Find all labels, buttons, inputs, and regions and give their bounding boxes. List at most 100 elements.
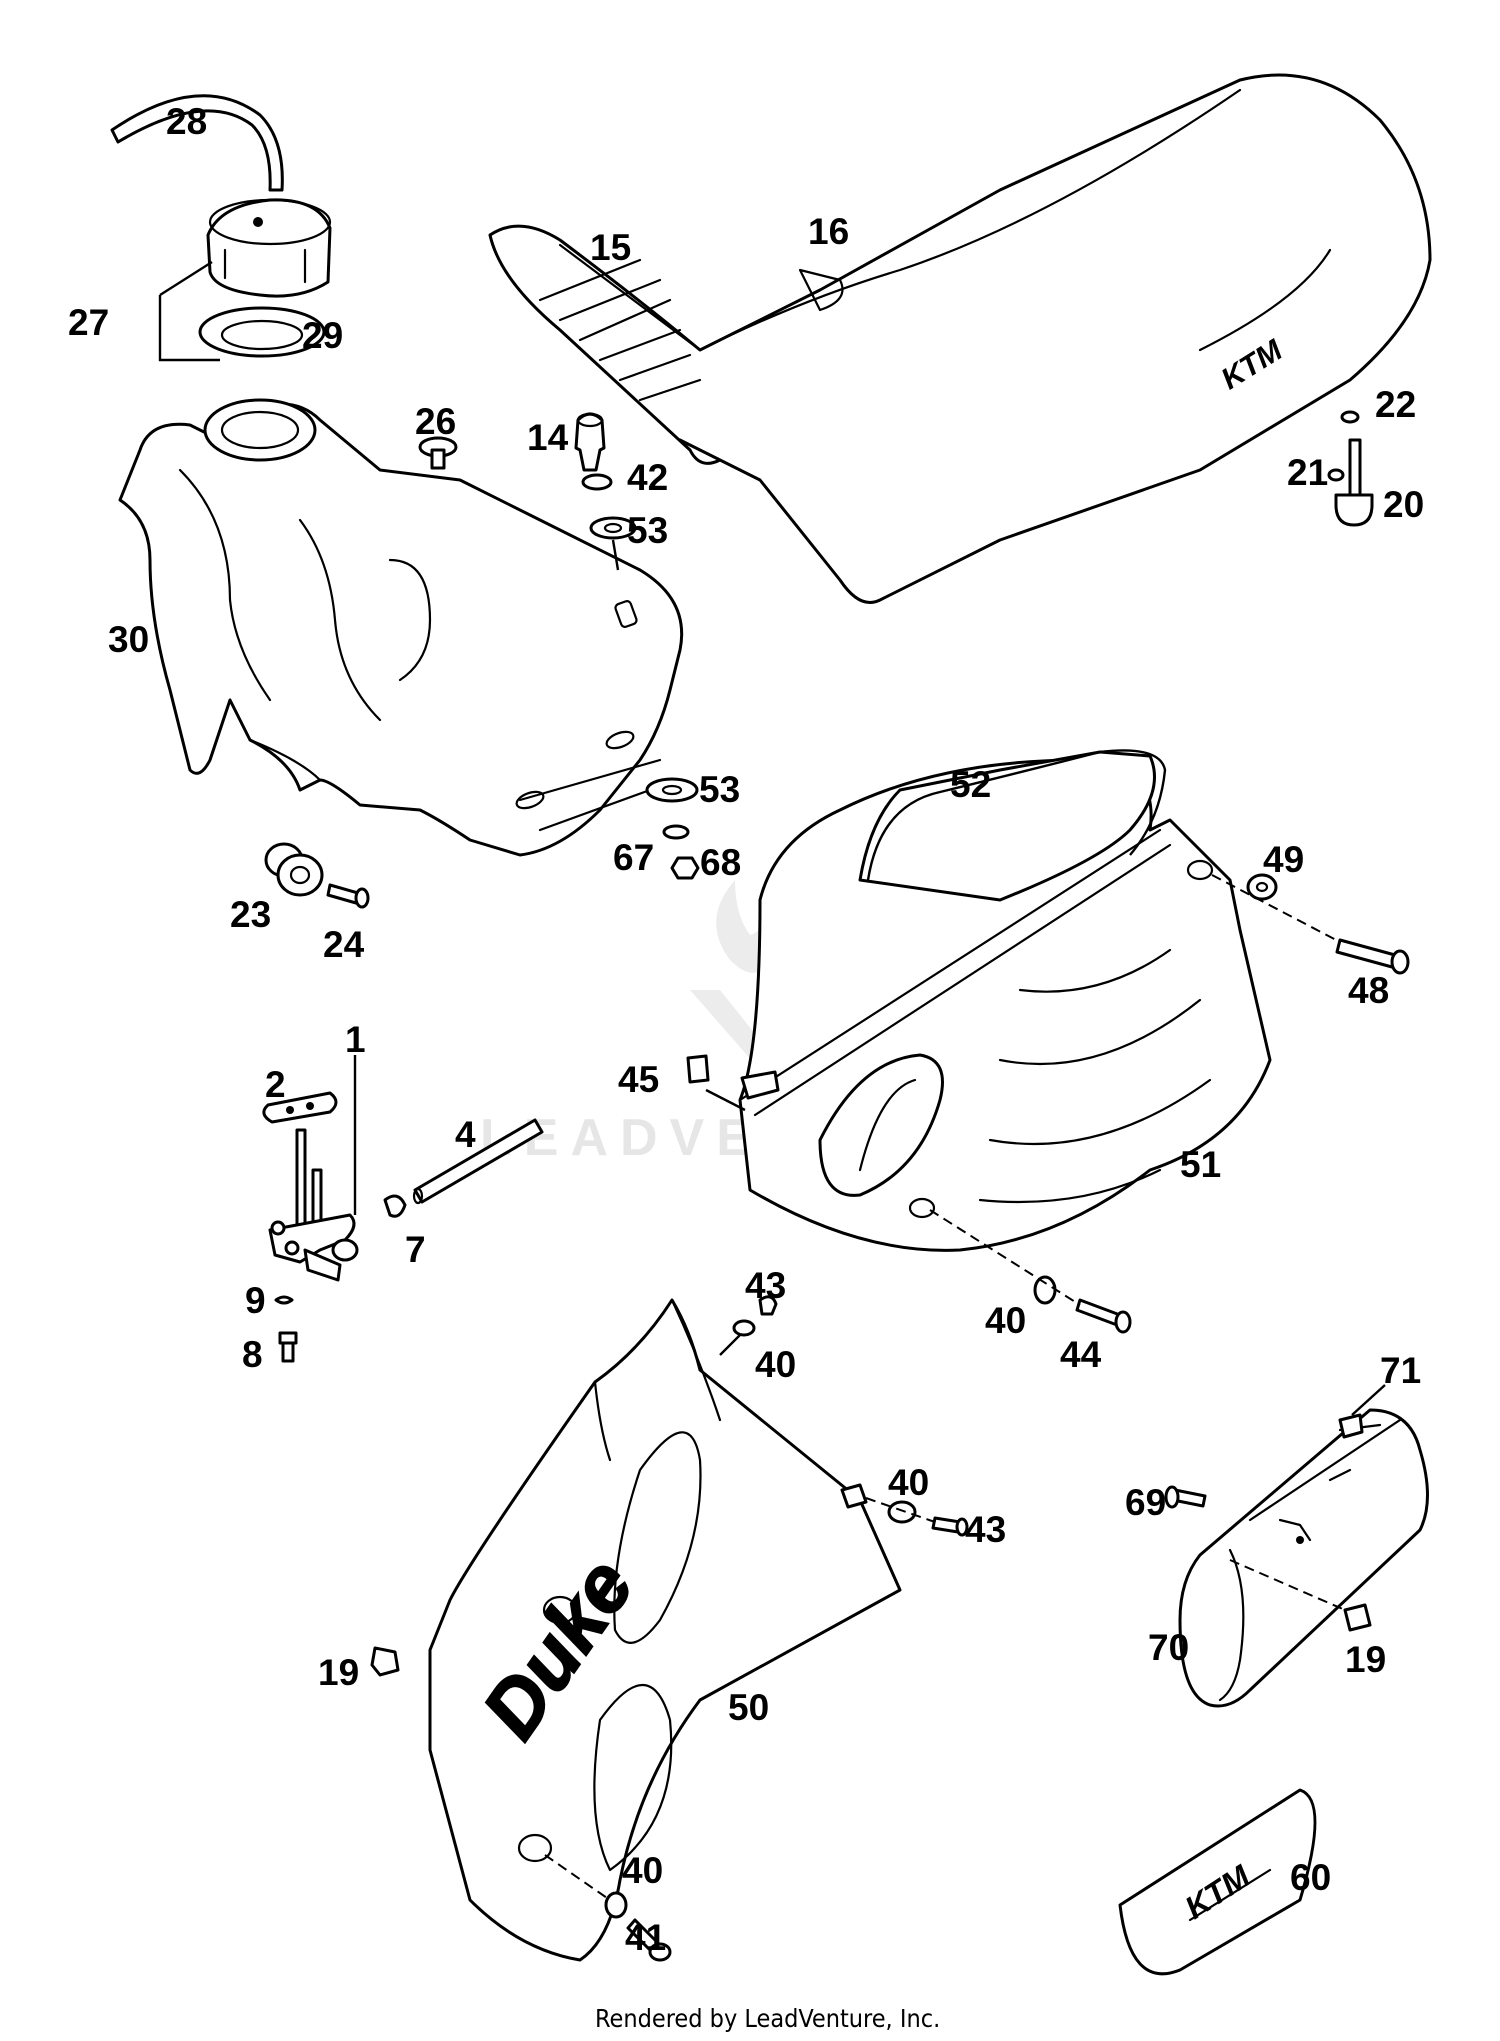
sticker-60: KTM [1118,1788,1317,1976]
cap-gasket [198,306,326,358]
callout-label: 71 [1380,1350,1421,1391]
leader-40-b [719,1334,741,1356]
screw-43-side [931,1516,969,1537]
washer-67 [662,824,690,840]
callout-label: 14 [527,417,569,458]
callout-label: 20 [1383,484,1424,525]
seat: KTM [488,73,1432,604]
callout-label: 7 [405,1229,426,1270]
callout-label: 41 [625,1917,666,1958]
ring-21 [1327,468,1345,482]
callout-label: 2 [265,1064,286,1105]
bolt-24 [326,883,370,909]
bolt-14 [574,412,606,472]
bolt-41 [626,1918,672,1962]
side-panel-52 [858,750,1156,902]
callout-label: 49 [1263,839,1304,880]
callouts: 28 15 16 27 29 26 14 42 53 22 21 20 30 5… [68,101,1424,1958]
tool-bag-70 [1178,1408,1429,1708]
callout-label: 40 [888,1462,929,1503]
fuel-tank [118,398,684,857]
callout-label: 43 [745,1265,786,1306]
hose-clamp-7 [383,1194,407,1218]
hose-end [412,1187,424,1205]
washer-42 [581,473,613,491]
washer-40-a [1033,1275,1057,1305]
leader-27 [158,260,220,362]
dash-shroud-side [865,1497,936,1523]
callout-label: 30 [108,619,149,660]
fuel-cap [206,198,332,298]
dash-shroud-lower [544,1854,611,1901]
callout-label: 40 [755,1344,796,1385]
leader-53-top [611,539,620,571]
clip-71 [1338,1413,1364,1439]
callout-label: 53 [627,510,668,551]
washer-53-bottom [645,777,699,803]
clip-19-a [370,1646,400,1677]
bolt-48 [1335,938,1410,975]
dash-40-44 [929,1209,1081,1306]
washer-53-top [589,516,637,540]
callout-label: 51 [1180,1144,1221,1185]
nut-43-top [758,1295,778,1316]
screw-69 [1164,1485,1207,1509]
callout-label: 26 [415,401,456,442]
callout-label: 53 [699,769,740,810]
callout-label: 19 [1345,1639,1386,1680]
callout-label: 44 [1060,1334,1102,1375]
callout-label: 19 [318,1652,359,1693]
callout-label: 29 [302,315,343,356]
callout-label: 23 [230,894,271,935]
side-panel-52-edge [866,749,1167,881]
washer-40-c [887,1500,917,1524]
callout-label: 48 [1348,970,1389,1011]
washer-40-d [604,1891,628,1919]
callout-label: 21 [1287,452,1328,493]
callout-label: 8 [242,1334,263,1375]
dash-49-48 [1211,874,1341,943]
callout-label: 45 [618,1059,659,1100]
callout-label: 24 [323,924,365,965]
footer-credit: Rendered by LeadVenture, Inc. [595,2004,940,2033]
nut-68 [670,856,700,880]
callout-label: 50 [728,1687,769,1728]
grommet-23 [264,842,324,897]
washer-40-b [732,1319,756,1337]
callout-label: 69 [1125,1482,1166,1523]
grommet-49 [1246,873,1278,901]
callout-label: 40 [985,1300,1026,1341]
fuel-hose-4 [413,1118,544,1204]
tank-screw [418,436,458,470]
callout-label: 42 [627,457,668,498]
screw-8 [278,1331,298,1363]
radiator-shroud-50: Duke [428,1298,902,1962]
clip-19-b [1343,1603,1372,1632]
leader-45 [705,1088,746,1112]
callout-label: 40 [622,1850,663,1891]
leader-71 [1351,1384,1386,1416]
callout-label: 68 [700,842,741,883]
callout-label: 16 [808,211,849,252]
callout-label: 70 [1148,1627,1189,1668]
callout-label: 43 [965,1509,1006,1550]
gasket-2 [262,1091,338,1124]
dash-bag [1229,1559,1346,1611]
callout-label: 9 [245,1280,266,1321]
callout-label: 60 [1290,1857,1331,1898]
callout-label: 22 [1375,384,1416,425]
clip-45 [686,1054,710,1084]
breather-hose [110,94,284,192]
callout-label: 67 [613,837,654,878]
fuel-tap [268,1128,359,1282]
callout-label: 1 [345,1019,366,1060]
bolt-44 [1075,1298,1132,1334]
ring-22 [1340,410,1360,424]
seat-pin-20 [1334,438,1374,527]
callout-label: 15 [590,227,631,268]
callout-label: 52 [950,764,991,805]
callout-label: 27 [68,302,109,343]
callout-label: 28 [166,101,207,142]
washer-9 [274,1295,294,1305]
